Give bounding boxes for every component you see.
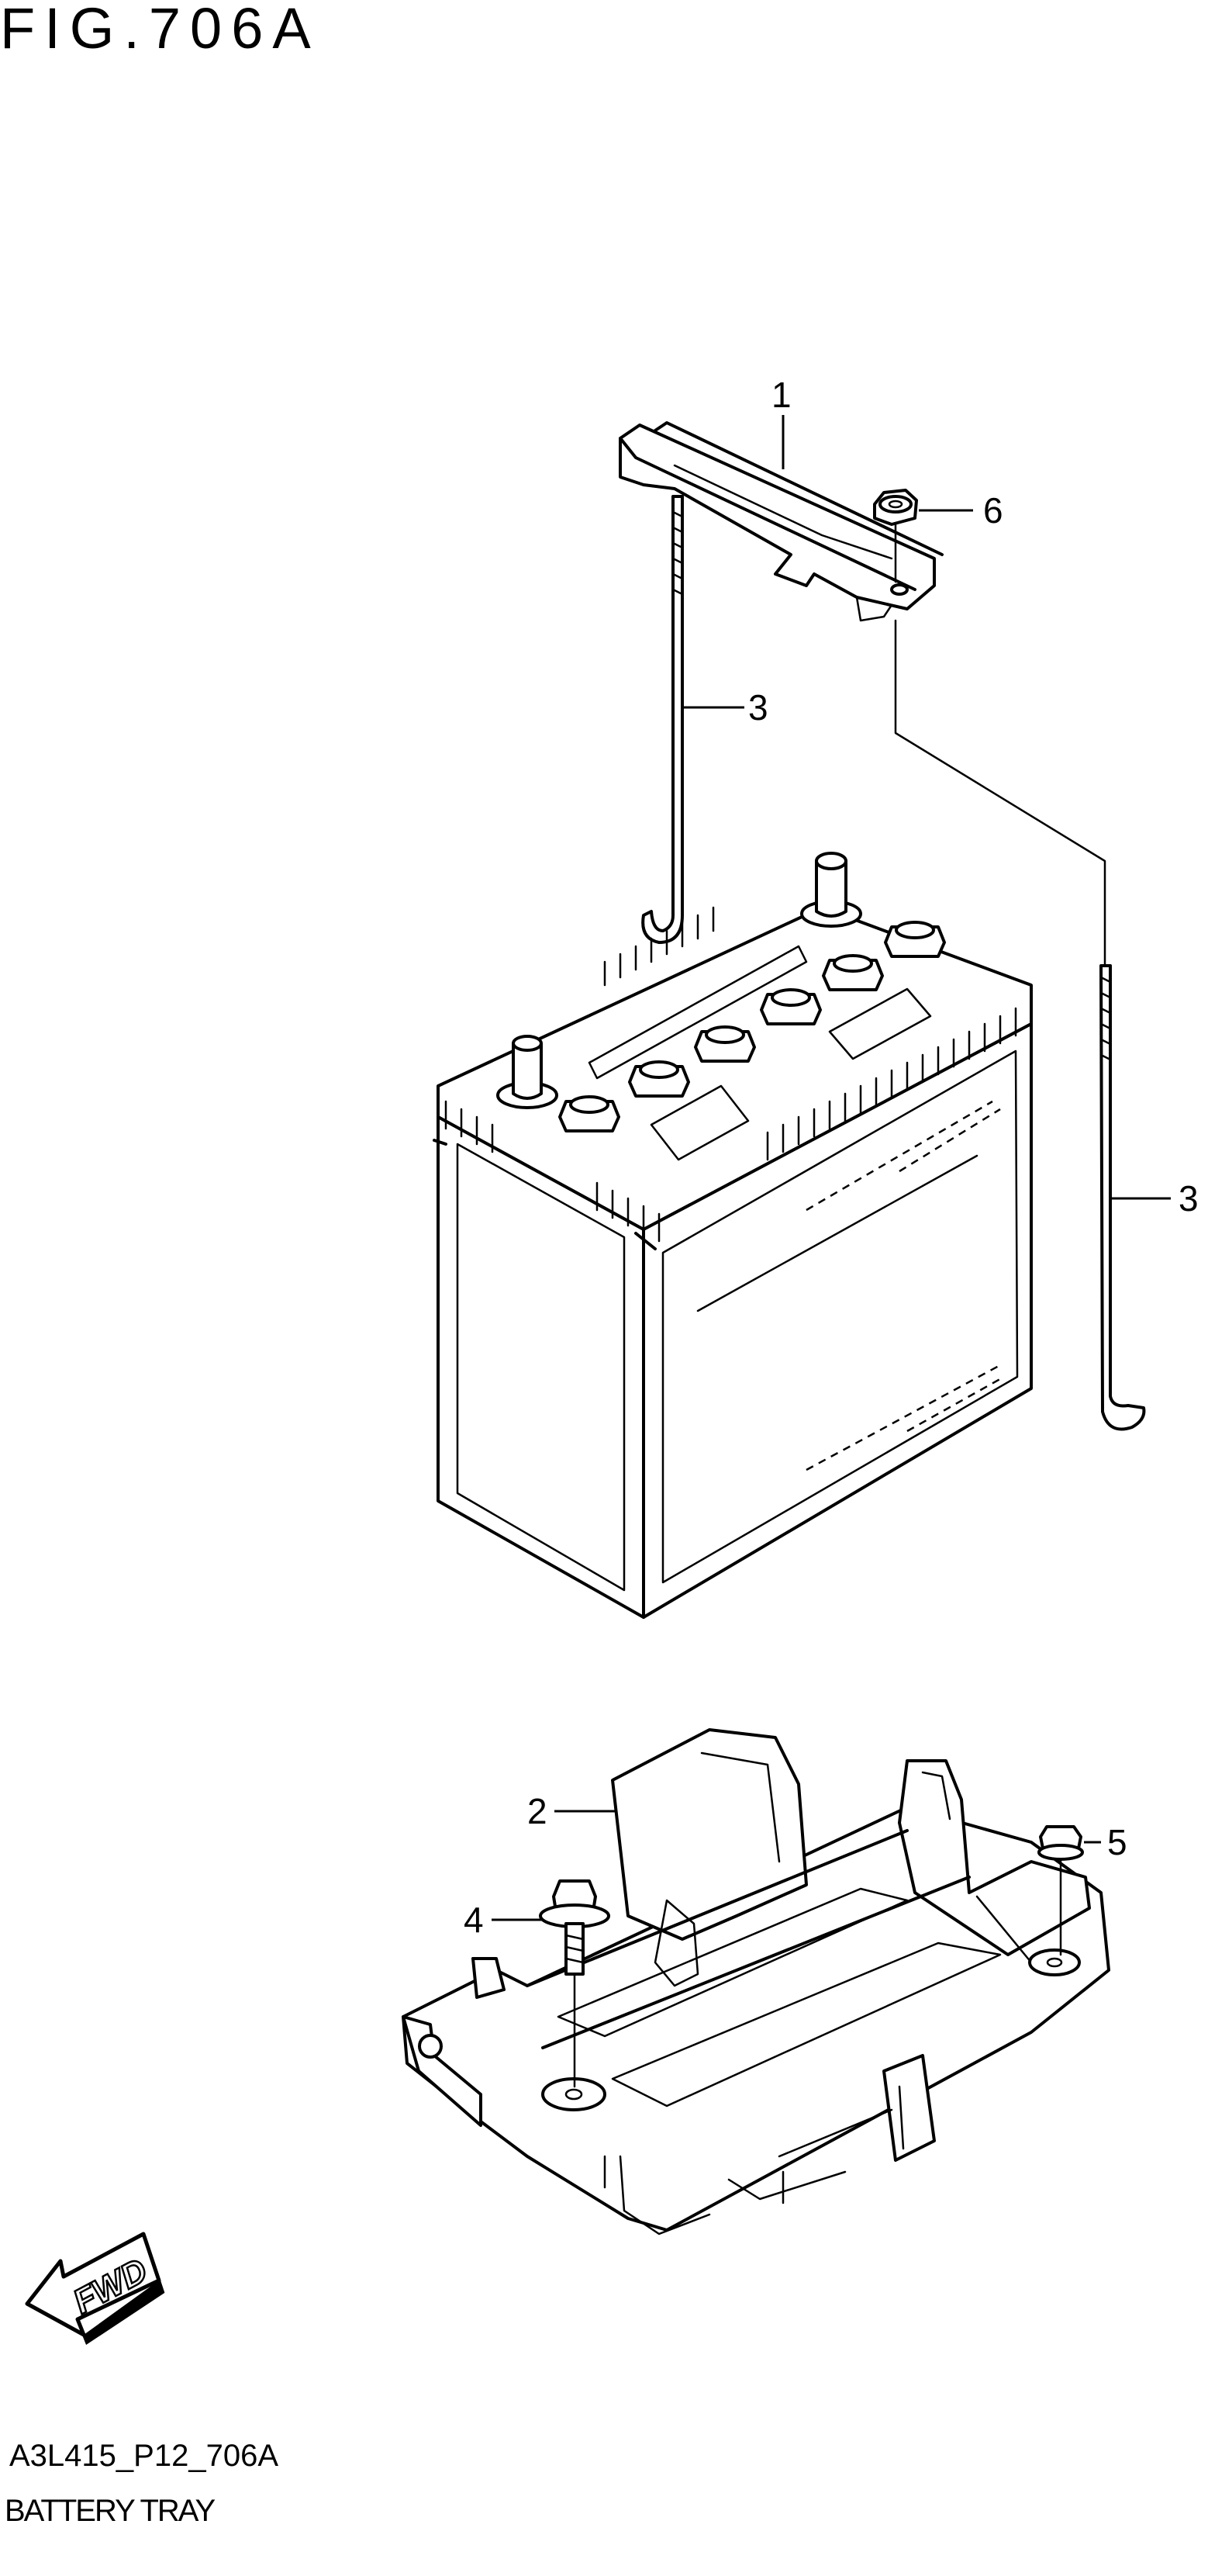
- battery-rod-left[interactable]: [641, 495, 684, 944]
- callout-3-right: 3: [1179, 1178, 1199, 1219]
- leader-lines: [492, 415, 1171, 1921]
- callout-5: 5: [1107, 1822, 1127, 1862]
- callout-3-left: 3: [748, 687, 768, 728]
- callout-4: 4: [464, 1900, 484, 1940]
- callout-6: 6: [983, 490, 1003, 531]
- tray-nut[interactable]: [1037, 1825, 1084, 1861]
- battery-rod-right[interactable]: [1099, 964, 1146, 1431]
- battery[interactable]: [433, 852, 1033, 1619]
- callout-1: 1: [771, 375, 792, 415]
- battery-tray[interactable]: [402, 1728, 1110, 2235]
- fwd-arrow-icon: FWD: [25, 2232, 165, 2346]
- callout-2: 2: [527, 1791, 547, 1831]
- battery-terminal-positive: [800, 852, 862, 928]
- battery-terminal-negative: [496, 1035, 558, 1109]
- diagram-caption: BATTERY TRAY: [5, 2494, 216, 2528]
- tray-bolt[interactable]: [539, 1879, 610, 1976]
- battery-holder-bracket[interactable]: [619, 421, 944, 622]
- battery-cell-caps: [558, 921, 946, 1132]
- figure-title: FIG.706A: [0, 0, 320, 61]
- diagram-code: A3L415_P12_706A: [9, 2439, 278, 2473]
- flange-nut[interactable]: [873, 489, 918, 526]
